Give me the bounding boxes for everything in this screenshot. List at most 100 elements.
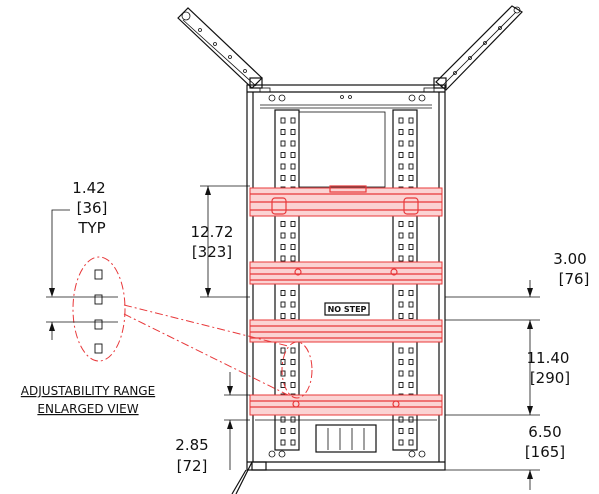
svg-text:[323]: [323]	[192, 243, 232, 261]
rail-slot	[408, 301, 414, 308]
svg-text:2.85: 2.85	[175, 436, 208, 454]
rail-slot	[408, 175, 414, 181]
rail-slot	[398, 255, 404, 262]
rail-slot	[398, 301, 404, 308]
rail-slot	[280, 140, 286, 147]
rail-slot	[398, 117, 404, 124]
rail-slot	[398, 140, 404, 147]
rail-slot	[408, 359, 414, 365]
rail-slot	[280, 370, 286, 377]
svg-text:[165]: [165]	[525, 443, 565, 461]
rail-slot	[280, 313, 286, 319]
rail-slot	[290, 244, 296, 250]
rail-slot	[290, 301, 296, 308]
crossmember-lower	[249, 319, 443, 343]
detail-callout-outline	[281, 341, 313, 399]
rail-slot	[280, 347, 286, 354]
rail-slot	[290, 313, 296, 319]
rail-slot	[398, 428, 404, 434]
svg-text:[76]: [76]	[559, 270, 590, 288]
rail-slot	[280, 255, 286, 262]
rail-slot	[408, 221, 414, 227]
rail-slot	[408, 244, 414, 250]
rail-slot	[280, 416, 286, 423]
rail-slot	[398, 232, 404, 239]
rail-slot	[398, 244, 404, 250]
rail-slot	[408, 290, 414, 296]
left-door	[177, 7, 263, 89]
rail-slot	[290, 382, 296, 388]
rail-slot	[290, 152, 296, 158]
right-door	[433, 5, 523, 91]
rail-slot	[408, 370, 414, 377]
rail-slot	[280, 244, 286, 250]
rail-slot	[398, 416, 404, 423]
rail-slot	[280, 359, 286, 365]
rail-slot	[280, 428, 286, 434]
rail-slot	[290, 129, 296, 135]
rail-slot	[398, 129, 404, 135]
rail-slot	[290, 290, 296, 296]
rail-slot	[408, 313, 414, 319]
rail-slot	[290, 416, 296, 423]
rail-slot	[290, 428, 296, 434]
rail-slot	[398, 290, 404, 296]
rail-slot	[398, 221, 404, 227]
rail-slot	[280, 163, 286, 170]
rail-slot	[290, 439, 296, 446]
svg-text:[36]: [36]	[77, 199, 108, 217]
rail-slot	[408, 255, 414, 262]
rail-slot	[290, 255, 296, 262]
rail-slot	[290, 347, 296, 354]
rail-slot	[280, 290, 286, 296]
svg-text:3.00: 3.00	[553, 250, 586, 268]
rail-slot	[290, 140, 296, 147]
rail-slot	[408, 416, 414, 423]
rail-slot	[290, 232, 296, 239]
dimension-2-85: 2.85 [72]	[175, 372, 250, 475]
rail-slot	[290, 117, 296, 124]
rail-slot	[398, 439, 404, 446]
svg-text:[290]: [290]	[530, 369, 570, 387]
rail-slot	[280, 117, 286, 124]
dimension-11-40: 11.40 [290]	[445, 320, 570, 416]
rail-slot	[408, 232, 414, 239]
rail-slot	[280, 439, 286, 446]
rail-slot	[408, 129, 414, 135]
enlarged-caption-line2: ENLARGED VIEW	[37, 402, 138, 416]
svg-text:NO STEP: NO STEP	[328, 305, 367, 314]
rail-slot	[408, 428, 414, 434]
enlarged-caption-line1: ADJUSTABILITY RANGE	[21, 384, 155, 398]
rail-slot	[290, 359, 296, 365]
rail-slot	[398, 313, 404, 319]
rail-slot	[408, 117, 414, 124]
svg-text:TYP: TYP	[77, 219, 105, 237]
rail-slot	[280, 152, 286, 158]
rail-slot	[408, 382, 414, 388]
rail-slot	[280, 175, 286, 181]
rail-slot	[408, 347, 414, 354]
rail-slot	[408, 140, 414, 147]
rail-slot	[398, 152, 404, 158]
svg-text:12.72: 12.72	[191, 223, 234, 241]
rail-slot	[408, 152, 414, 158]
svg-text:11.40: 11.40	[527, 349, 570, 367]
rail-slot	[280, 221, 286, 227]
rail-slot	[290, 370, 296, 377]
rail-slot	[398, 382, 404, 388]
dimension-typ: 1.42 [36] TYP	[46, 179, 118, 340]
rail-slot	[280, 301, 286, 308]
lower-panel	[255, 419, 437, 453]
rail-slot	[398, 359, 404, 365]
crossmember-bottom	[249, 394, 443, 416]
rail-slot	[280, 382, 286, 388]
crossmember-middle	[249, 261, 443, 285]
rail-slot	[408, 439, 414, 446]
rail-slot	[290, 221, 296, 227]
rail-slot	[290, 175, 296, 181]
dimension-6-50: 6.50 [165]	[445, 423, 565, 490]
rail-slot	[398, 370, 404, 377]
rail-slot	[290, 163, 296, 170]
enlarged-slots	[94, 269, 103, 354]
